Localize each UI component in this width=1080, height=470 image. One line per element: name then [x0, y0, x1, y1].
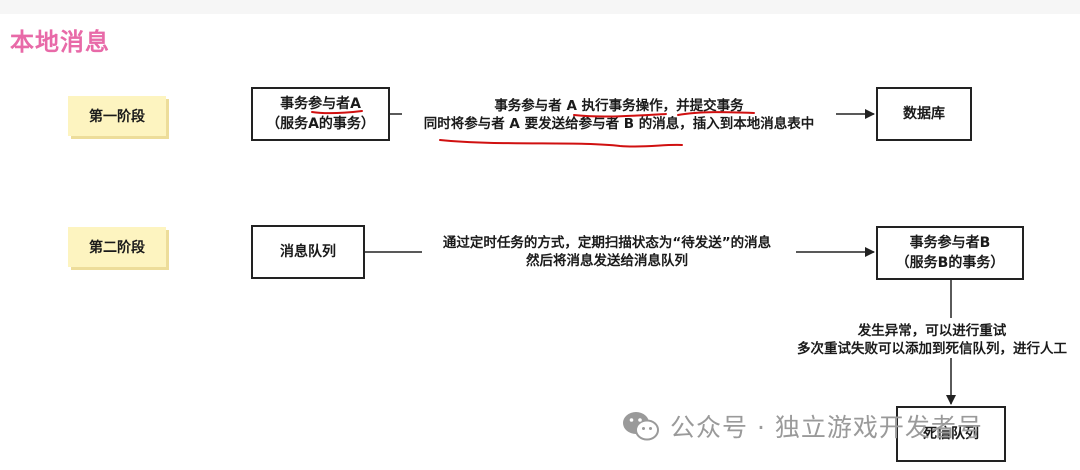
participant-a-subtitle: （服务A的事务） — [266, 116, 375, 132]
message-queue-label: 消息队列 — [280, 244, 336, 260]
stage-1-note: 第一阶段 — [68, 96, 166, 136]
underline-commit — [677, 111, 755, 116]
stage-1-edge-label: 事务参与者 A 执行事务操作，并提交事务 同时将参与者 A 要发送给参与者 B … — [404, 97, 834, 133]
database-box: 数据库 — [876, 87, 972, 141]
page-title: 本地消息 — [10, 28, 110, 56]
stage-2-note: 第二阶段 — [68, 227, 166, 267]
stage-2-edge-line-1: 通过定时任务的方式，定期扫描状态为“待发送”的消息 — [442, 235, 772, 251]
stage-2-edge-line-2: 然后将消息发送给消息队列 — [526, 253, 688, 269]
participant-a-name: 事务参与者A — [280, 96, 361, 112]
stage-1-edge-line-2: 同时将参与者 A 要发送给参与者 B 的消息，插入到本地消息表中 — [423, 116, 815, 132]
watermark: 公众号 · 独立游戏开发者号 — [622, 408, 983, 444]
message-queue-box: 消息队列 — [251, 225, 365, 279]
underline-execute — [573, 113, 667, 118]
dead-letter-queue-label: 死信队列 — [923, 426, 979, 442]
participant-b-subtitle: （服务B的事务） — [895, 255, 1005, 271]
participant-b-name: 事务参与者B — [909, 235, 991, 251]
retry-line-2: 多次重试失败可以添加到死信队列，进行人工 — [797, 341, 1067, 357]
top-bar — [0, 0, 1080, 14]
participant-b-box: 事务参与者B （服务B的事务） — [876, 226, 1024, 280]
stage-2-edge-label: 通过定时任务的方式，定期扫描状态为“待发送”的消息 然后将消息发送给消息队列 — [412, 234, 802, 270]
retry-line-1: 发生异常，可以进行重试 — [857, 323, 1007, 339]
participant-a-box: 事务参与者A （服务A的事务） — [251, 87, 390, 141]
wechat-icon — [623, 412, 659, 441]
database-label: 数据库 — [903, 106, 945, 122]
watermark-text: 公众号 · 独立游戏开发者号 — [670, 413, 983, 442]
underline-insert — [439, 139, 683, 148]
stage-1-edge-line-1: 事务参与者 A 执行事务操作，并提交事务 — [494, 98, 744, 114]
dead-letter-queue-box: 死信队列 — [896, 406, 1006, 462]
retry-label: 发生异常，可以进行重试 多次重试失败可以添加到死信队列，进行人工 — [784, 322, 1080, 358]
underline-participant-a — [311, 110, 363, 115]
